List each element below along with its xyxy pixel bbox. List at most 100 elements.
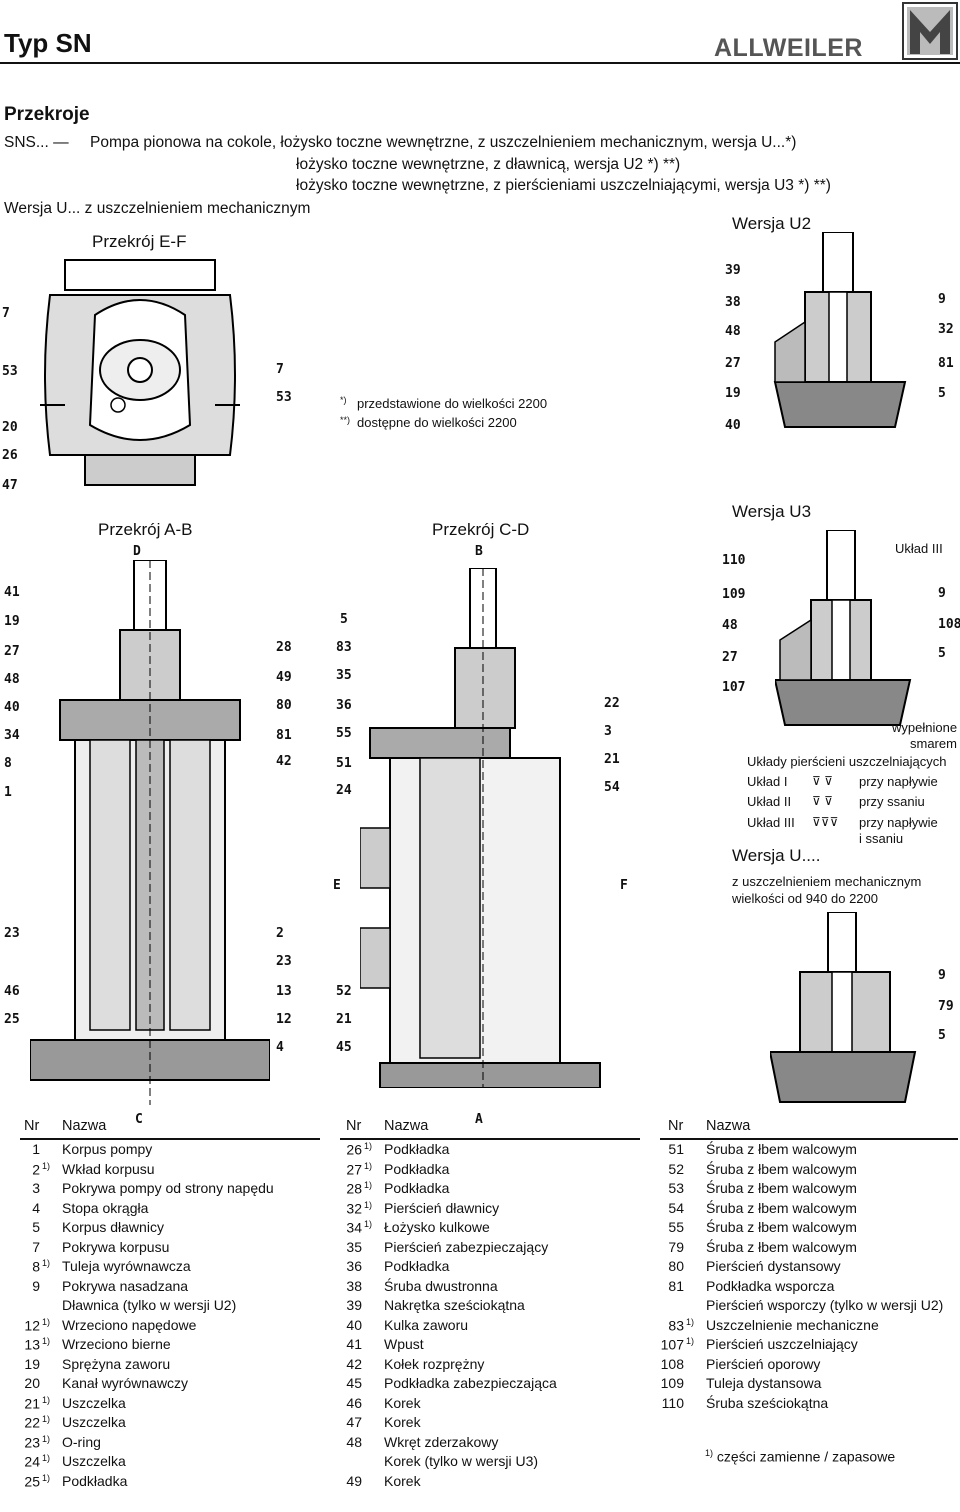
header-rule: [0, 62, 960, 64]
section-ef-drawing: [20, 255, 260, 495]
part-number-value: 53: [668, 1180, 684, 1196]
part-number: 20: [20, 1375, 58, 1391]
part-number: 1: [20, 1141, 58, 1157]
part-number-value: 79: [668, 1238, 684, 1255]
part-name: Wkręt zderzakowy: [384, 1433, 499, 1450]
part-name: Podkładka: [384, 1160, 450, 1177]
part-number: 3: [20, 1180, 58, 1196]
part-number: 40: [340, 1317, 380, 1333]
spare-part-marker: 1): [686, 1336, 695, 1346]
part-number-value: 32: [346, 1200, 362, 1217]
spare-part-marker: 1): [364, 1160, 373, 1171]
section-cd-drawing: [360, 568, 610, 1088]
ef-label-7: 7: [2, 306, 10, 321]
u3-label-9: 9: [938, 586, 946, 601]
part-name: Wrzeciono bierne: [62, 1336, 171, 1352]
parts-header-3: Nr Nazwa: [660, 1118, 958, 1140]
seal-symbol-icon: ⊽ ⊽: [812, 794, 833, 808]
col-name-header: Nazwa: [62, 1118, 107, 1134]
legend-grease: smarem: [910, 736, 957, 751]
cd-label-36: 36: [336, 698, 352, 713]
part-number-value: 109: [660, 1375, 684, 1391]
legend-row-3-name: Układ III: [747, 815, 795, 830]
version-u2-drawing: [765, 232, 915, 432]
part-number: [660, 1297, 702, 1313]
col-name-header: Nazwa: [384, 1118, 429, 1134]
ab-cut-top: D: [133, 544, 141, 559]
brand-name: ALLWEILER: [714, 34, 863, 62]
part-name: Pierścień oporowy: [706, 1355, 821, 1372]
cd-label-45: 45: [336, 1040, 352, 1055]
part-number-value: 3: [32, 1180, 40, 1196]
part-number-value: 110: [661, 1394, 684, 1411]
part-name: Pokrywa nasadzana: [62, 1277, 189, 1294]
version-line: Wersja U... z uszczelnieniem mechaniczny…: [4, 200, 311, 217]
legend-row-3-desc2: i ssaniu: [859, 831, 904, 846]
footnote-text: części zamienne / zapasowe: [716, 1448, 896, 1465]
ef-title: Przekrój E-F: [92, 232, 187, 251]
cd-label-51: 51: [336, 756, 352, 771]
part-name: Wkład korpusu: [62, 1160, 155, 1177]
part-number: [20, 1297, 58, 1313]
part-name: Pierścień dławnicy: [384, 1199, 500, 1216]
part-name: Stopa okrągła: [62, 1199, 149, 1216]
part-number-value: 35: [346, 1238, 362, 1255]
cd-label-21-right: 21: [604, 752, 620, 767]
cd-cut-top: B: [475, 544, 483, 559]
spare-part-marker: 1): [42, 1316, 51, 1327]
col-nr-header: Nr: [668, 1118, 684, 1134]
part-number: 48: [340, 1434, 380, 1450]
part-name: Wpust: [384, 1336, 424, 1352]
ab-label-80: 80: [276, 698, 292, 713]
part-name: Korek (tylko w wersji U3): [384, 1453, 539, 1469]
part-number: 9: [20, 1278, 58, 1294]
note-star-2: **): [340, 415, 351, 425]
u3-label-110: 110: [722, 553, 746, 568]
cd-cut-bottom: A: [475, 1112, 483, 1127]
part-name: O-ring: [62, 1433, 101, 1450]
part-name: Kanał wyrównawczy: [62, 1375, 189, 1391]
part-number-value: 4: [32, 1199, 40, 1216]
cd-label-35: 35: [336, 668, 352, 683]
part-name: Uszczelka: [62, 1394, 126, 1411]
uv-title: Wersja U....: [732, 846, 821, 865]
spare-part-marker: 1): [42, 1258, 51, 1268]
legend-row-3-desc: przy napływie: [859, 815, 938, 830]
part-number: 45: [340, 1375, 380, 1391]
part-name: Uszczelka: [62, 1414, 126, 1430]
part-name: Podkładka: [384, 1258, 450, 1274]
spare-part-marker: 1): [42, 1160, 51, 1171]
part-number: 5: [20, 1219, 58, 1235]
part-number: 7: [20, 1239, 58, 1255]
part-number-value: 24: [24, 1453, 40, 1470]
ab-label-46: 46: [4, 984, 20, 999]
ef-label-53-right: 53: [276, 390, 292, 405]
spare-part-marker: 1): [686, 1316, 695, 1327]
uv-sub-1: z uszczelnieniem mechanicznym: [732, 874, 922, 889]
part-number-value: 55: [668, 1219, 684, 1235]
u2-label-40: 40: [725, 418, 741, 433]
part-name: Podkładka: [384, 1141, 450, 1157]
col-name-header: Nazwa: [706, 1118, 751, 1134]
part-number-value: 1: [32, 1141, 40, 1157]
u3-label-109: 109: [722, 587, 746, 602]
part-number-value: 2: [32, 1161, 40, 1178]
u3-label-48: 48: [722, 618, 738, 633]
part-number-value: 26: [346, 1141, 362, 1158]
cd-cut-right: F: [620, 878, 628, 893]
intro-line-1: Pompa pionowa na cokole, łożysko toczne …: [90, 134, 797, 151]
